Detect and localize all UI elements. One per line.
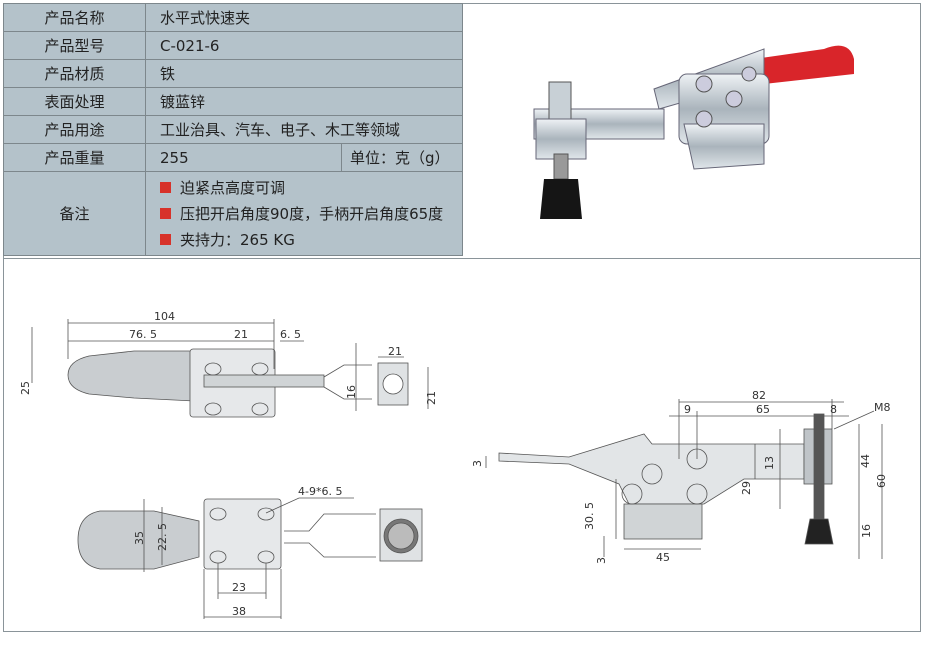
dim-23: 23 [232,581,246,594]
table-row: 产品材质铁 [3,59,463,88]
dim-13: 13 [763,456,776,470]
top-view-drawing: 104 76. 5 21 6. 5 25 16 21 21 [19,310,438,418]
note-item: 压把开启角度90度，手柄开启角度65度 [160,201,462,227]
row-label: 产品名称 [3,3,146,32]
row-label: 产品重量 [3,143,146,172]
row-value: C-021-6 [145,31,463,60]
dim-21-width: 21 [388,345,402,358]
dim-6-5: 6. 5 [280,328,301,341]
dim-38: 38 [232,605,246,618]
product-photo [533,45,854,219]
section-divider [3,258,921,259]
notes-list: 迫紧点高度可调 压把开启角度90度，手柄开启角度65度 夹持力：265 KG [145,171,463,256]
dim-25: 25 [19,381,32,395]
note-text: 压把开启角度90度，手柄开启角度65度 [180,205,444,223]
side-view-drawing: 82 9 65 8 M8 3 13 29 44 60 30. 5 3 45 16 [471,389,891,564]
table-row: 产品名称水平式快速夹 [3,3,463,32]
dim-16-foot: 16 [860,524,873,538]
table-row: 产品用途工业治具、汽车、电子、木工等领域 [3,115,463,144]
dim-21: 21 [234,328,248,341]
dim-21-height: 21 [425,391,438,405]
bullet-icon [160,234,171,245]
dim-3-base: 3 [595,557,608,564]
row-value: 镀蓝锌 [145,87,463,116]
thread-m8: M8 [874,401,891,414]
bullet-icon [160,208,171,219]
dim-104: 104 [154,310,175,323]
note-text: 夹持力：265 KG [180,231,295,249]
row-label: 产品型号 [3,31,146,60]
dim-35: 35 [133,531,146,545]
dim-76-5: 76. 5 [129,328,157,341]
technical-drawings: 104 76. 5 21 6. 5 25 16 21 21 4-9*6. 5 3… [19,310,891,619]
note-item: 迫紧点高度可调 [160,175,462,201]
table-row: 备注 迫紧点高度可调 压把开启角度90度，手柄开启角度65度 夹持力：265 K… [3,171,463,256]
note-item: 夹持力：265 KG [160,227,462,253]
bottom-view-drawing: 4-9*6. 5 35 22. 5 23 38 [77,485,423,619]
dim-29: 29 [740,481,753,495]
row-value: 水平式快速夹 [145,3,463,32]
dim-3-handle: 3 [471,460,484,467]
table-row: 表面处理镀蓝锌 [3,87,463,116]
row-label: 产品材质 [3,59,146,88]
row-label: 产品用途 [3,115,146,144]
row-label: 备注 [3,171,146,256]
dim-45: 45 [656,551,670,564]
dim-44: 44 [859,454,872,468]
row-value: 铁 [145,59,463,88]
dim-82: 82 [752,389,766,402]
row-label: 表面处理 [3,87,146,116]
note-text: 迫紧点高度可调 [180,179,286,197]
hole-spec: 4-9*6. 5 [298,485,342,498]
dim-8: 8 [830,403,837,416]
dim-65: 65 [756,403,770,416]
dim-9: 9 [684,403,691,416]
dim-30-5: 30. 5 [583,502,596,530]
bullet-icon [160,182,171,193]
dim-60: 60 [875,474,888,488]
weight-value: 255 [145,143,342,172]
row-value: 工业治具、汽车、电子、木工等领域 [145,115,463,144]
dim-22-5: 22. 5 [156,523,169,551]
weight-unit: 单位：克（g） [341,143,463,172]
dim-16: 16 [345,385,358,399]
